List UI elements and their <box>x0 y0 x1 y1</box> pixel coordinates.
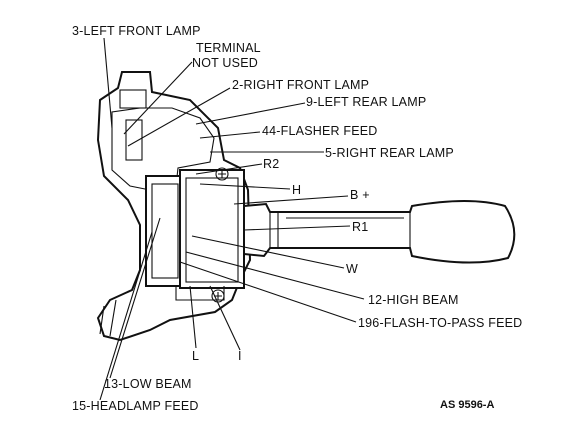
label-right-rear-lamp: 5-RIGHT REAR LAMP <box>325 146 454 160</box>
label-terminal-line2: NOT USED <box>192 56 258 70</box>
label-left-front-lamp: 3-LEFT FRONT LAMP <box>72 24 201 38</box>
label-terminal-line1: TERMINAL <box>196 41 261 55</box>
label-left-rear-lamp: 9-LEFT REAR LAMP <box>306 95 426 109</box>
label-right-front-lamp: 2-RIGHT FRONT LAMP <box>232 78 369 92</box>
label-headlamp-feed: 15-HEADLAMP FEED <box>72 399 199 413</box>
label-flasher-feed: 44-FLASHER FEED <box>262 124 378 138</box>
label-h: H <box>292 183 301 197</box>
labels: 3-LEFT FRONT LAMP TERMINAL NOT USED 2-RI… <box>72 24 522 413</box>
switch-lever <box>243 200 516 264</box>
switch-body <box>96 71 252 342</box>
label-l: L <box>192 349 199 363</box>
label-r1: R1 <box>352 220 368 234</box>
label-high-beam: 12-HIGH BEAM <box>368 293 459 307</box>
label-r2: R2 <box>263 157 279 171</box>
label-w: W <box>346 262 358 276</box>
label-i: I <box>238 349 242 363</box>
label-low-beam: 13-LOW BEAM <box>104 377 192 391</box>
leader-lines <box>99 37 365 401</box>
label-b-plus: B + <box>350 188 370 202</box>
label-flash-to-pass: 196-FLASH-TO-PASS FEED <box>358 316 522 330</box>
label-figure-code: AS 9596-A <box>440 399 494 411</box>
